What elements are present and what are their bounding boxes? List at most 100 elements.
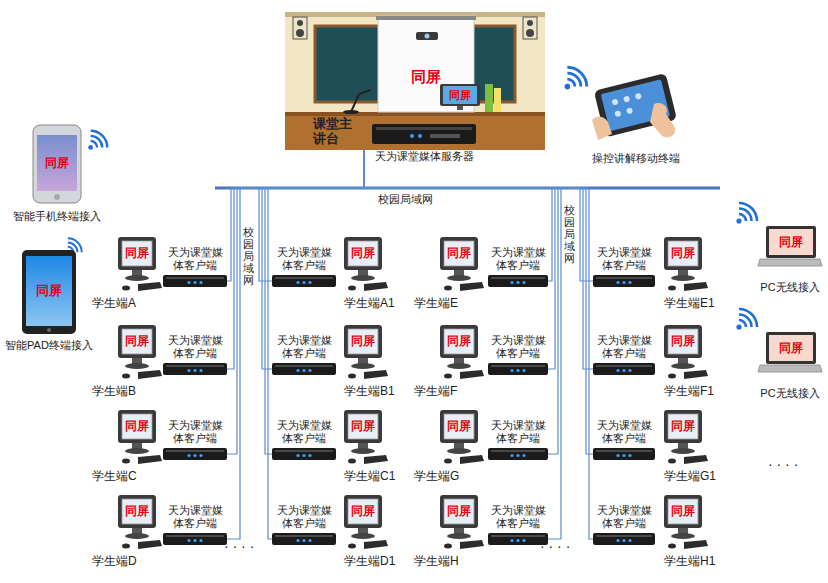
- monitor-frame: [344, 495, 382, 528]
- mouse: [668, 374, 676, 379]
- led: [516, 369, 519, 372]
- monitor-frame: [664, 325, 702, 358]
- network-label: 校园局域网: [243, 226, 254, 286]
- node-outline: [438, 237, 484, 295]
- student-monitor: 同屏学生端C1: [342, 410, 388, 468]
- monitor-frame: [440, 84, 480, 106]
- led: [510, 454, 513, 457]
- node-label: 天为课堂媒体客户端: [166, 419, 224, 445]
- node-outline: [116, 410, 162, 468]
- client-case: [272, 275, 336, 287]
- monitor-screen: [348, 241, 378, 266]
- node-label: 学生端F: [414, 383, 457, 400]
- client-strip: [491, 450, 545, 452]
- hand-right: [650, 103, 675, 137]
- node-label: 学生端H: [414, 553, 459, 570]
- led: [302, 369, 305, 372]
- monitor-base: [351, 533, 375, 539]
- client-strip: [596, 365, 652, 367]
- student-monitor: 同屏学生端G1: [662, 410, 708, 468]
- home-button: [54, 194, 60, 200]
- node-label: 天为课堂媒体服务器: [375, 149, 474, 164]
- monitor-frame: [118, 495, 156, 528]
- screen-caption: 同屏: [122, 414, 152, 439]
- node-outline: [163, 533, 227, 545]
- mouse: [348, 544, 356, 549]
- node-outline: [116, 325, 162, 383]
- led: [516, 454, 519, 457]
- node-outline: [438, 325, 484, 383]
- mobile-tablet-with-hand: [592, 73, 677, 140]
- lan-cable: [364, 134, 552, 281]
- led: [193, 454, 196, 457]
- home-button: [47, 328, 51, 332]
- screen-caption: 同屏: [769, 229, 813, 255]
- node-label: 学生端C1: [344, 468, 395, 485]
- classroom-wall: [285, 12, 545, 150]
- lectern-desk: [285, 112, 545, 150]
- client-case: [163, 275, 227, 287]
- student-monitor: 同屏学生端B1: [342, 325, 388, 383]
- node-label: PC无线接入: [760, 386, 819, 401]
- client-strip: [166, 277, 224, 279]
- node-label: 学生端E: [414, 295, 458, 312]
- hand-left: [592, 116, 612, 140]
- client-case: [163, 448, 227, 460]
- monitor-screen: [443, 86, 477, 104]
- student-monitor: 同屏学生端G: [438, 410, 484, 468]
- pad-body: [22, 250, 76, 334]
- screen-bar: [376, 16, 476, 20]
- keyboard: [460, 455, 484, 464]
- student-monitor: 同屏学生端E1: [662, 237, 708, 295]
- led: [193, 369, 196, 372]
- led: [622, 454, 625, 457]
- led: [522, 369, 525, 372]
- node-label: 学生端H1: [664, 553, 715, 570]
- monitor-base: [447, 363, 471, 369]
- client-strip: [275, 365, 333, 367]
- led: [628, 281, 631, 284]
- node-label: 学生端C: [92, 468, 137, 485]
- node-outline: [488, 533, 548, 545]
- led: [616, 454, 619, 457]
- led: [187, 281, 190, 284]
- keyboard: [138, 370, 162, 379]
- led: [628, 539, 631, 542]
- monitor-screen: [348, 414, 378, 439]
- node-label: 学生端G1: [664, 468, 716, 485]
- monitor-base: [125, 448, 149, 454]
- led: [522, 539, 525, 542]
- node-outline: [488, 363, 548, 375]
- node-outline: [272, 448, 336, 460]
- screen-caption: 同屏: [444, 241, 474, 266]
- led: [199, 369, 202, 372]
- led: [628, 369, 631, 372]
- led: [616, 539, 619, 542]
- app-icon: [635, 93, 642, 100]
- network-label: 校园局域网: [378, 192, 433, 207]
- laptop-lid: [766, 226, 816, 258]
- student-monitor: 同屏学生端A1: [342, 237, 388, 295]
- pad-screen: [26, 256, 72, 326]
- led: [296, 281, 299, 284]
- led: [302, 454, 305, 457]
- screen-caption: 同屏: [668, 241, 698, 266]
- node-outline: [488, 275, 548, 287]
- led: [510, 281, 513, 284]
- laptop-terminal: 同屏PC无线接入: [758, 226, 822, 268]
- wifi-symbol: [88, 131, 107, 150]
- phone-body: [33, 125, 81, 203]
- led: [199, 281, 202, 284]
- desk-edge: [285, 112, 545, 116]
- led: [616, 281, 619, 284]
- laptop-base: [758, 365, 822, 372]
- node-outline: [272, 363, 336, 375]
- monitor-base: [671, 363, 695, 369]
- led: [628, 454, 631, 457]
- speaker-cone: [527, 20, 533, 26]
- wifi-symbol: [565, 67, 587, 89]
- node-outline: [116, 237, 162, 295]
- lan-cable: [364, 134, 593, 369]
- app-icon: [626, 107, 633, 114]
- led: [510, 539, 513, 542]
